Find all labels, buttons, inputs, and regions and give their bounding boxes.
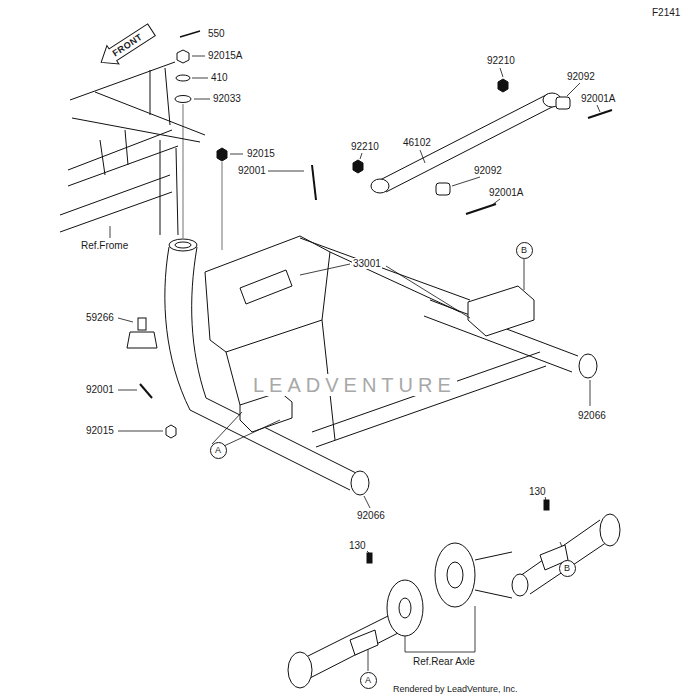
callout-number: 59266 bbox=[85, 312, 115, 323]
reference-letter: A bbox=[215, 445, 221, 455]
reference-circle: A bbox=[360, 672, 377, 689]
axle-housings bbox=[288, 500, 620, 688]
reference-note: Ref.Frome bbox=[80, 240, 129, 251]
lateral-rod bbox=[353, 68, 612, 214]
callout-number: 92066 bbox=[577, 410, 607, 421]
reference-letter: B bbox=[521, 245, 527, 255]
callout-number: 92210 bbox=[486, 55, 516, 66]
callout-number: 92001A bbox=[488, 187, 524, 198]
callout-number: 92015 bbox=[85, 425, 115, 436]
callout-number: 92015 bbox=[246, 148, 276, 159]
callout-number: 92210 bbox=[350, 141, 380, 152]
callout-number: 92066 bbox=[356, 510, 386, 521]
reference-note: Ref.Rear Axle bbox=[412, 656, 476, 667]
callout-number: 92001 bbox=[237, 165, 267, 176]
front-arrow bbox=[95, 21, 157, 72]
callout-number: 92033 bbox=[212, 93, 242, 104]
callout-number: 130 bbox=[348, 540, 367, 551]
pivot-hardware bbox=[175, 31, 243, 250]
figure-number: F2141 bbox=[651, 7, 681, 18]
subframe bbox=[165, 165, 597, 495]
reference-letter: A bbox=[365, 675, 371, 685]
callout-number: 92001 bbox=[85, 384, 115, 395]
callout-number: 410 bbox=[210, 72, 229, 83]
callout-number: 46102 bbox=[402, 137, 432, 148]
credit-note: Rendered by LeadVenture, Inc. bbox=[392, 684, 519, 695]
callout-number: 92092 bbox=[566, 71, 596, 82]
reference-circle: B bbox=[559, 560, 576, 577]
callout-number: 550 bbox=[207, 28, 226, 39]
leader-lines bbox=[212, 259, 590, 671]
callout-number: 92001A bbox=[580, 93, 616, 104]
callout-number: 130 bbox=[528, 486, 547, 497]
reference-circle: A bbox=[210, 442, 227, 459]
watermark: LEADVENTURE bbox=[252, 374, 457, 396]
reference-circle: B bbox=[516, 242, 533, 259]
callout-number: 33001 bbox=[352, 258, 382, 269]
bump-stop bbox=[118, 318, 176, 438]
callout-number: 92092 bbox=[473, 165, 503, 176]
reference-letter: B bbox=[564, 563, 570, 573]
callout-number: 92015A bbox=[207, 50, 243, 61]
